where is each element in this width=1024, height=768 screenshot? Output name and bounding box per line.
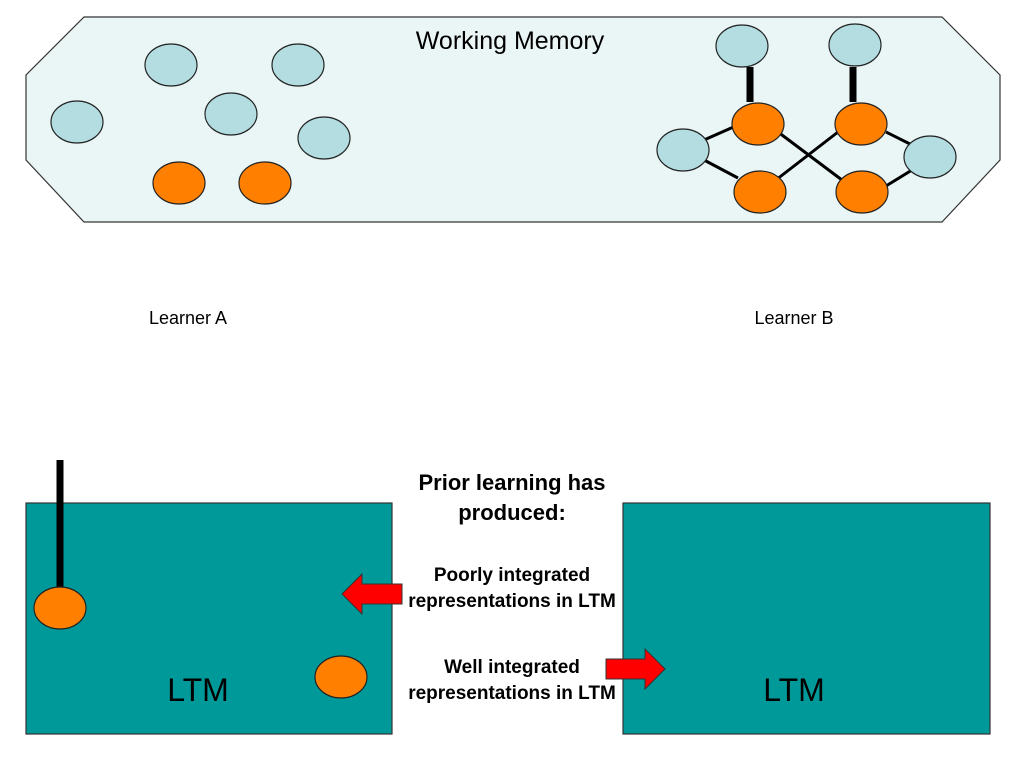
poorly-integrated-label: Poorly integrated representations in LTM: [408, 565, 616, 612]
network-link: [771, 130, 839, 185]
learner-b-label: Learner B: [754, 308, 834, 328]
wm-node-light: [50, 100, 104, 144]
well-integrated-label: Well integrated representations in LTM: [408, 657, 616, 704]
wm-node-light: [297, 116, 351, 160]
wm-node-orange: [834, 102, 888, 146]
ltm-label-left: LTM: [167, 672, 229, 708]
ltm-label-right: LTM: [763, 672, 825, 708]
prior-learning-heading: Prior learning has produced:: [418, 470, 606, 525]
learner-b-network: [656, 23, 957, 214]
wm-node-light: [144, 43, 198, 87]
arrow-right-icon: [605, 647, 666, 691]
wm-node-light: [715, 24, 769, 68]
wm-node-orange: [152, 161, 206, 205]
network-link: [703, 158, 739, 180]
wm-node-light: [204, 92, 258, 136]
wm-node-orange: [835, 170, 889, 214]
working-memory-title: Working Memory: [415, 27, 605, 55]
ltm-box-right: [622, 502, 991, 735]
network-link: [777, 130, 847, 185]
wm-node-orange: [238, 161, 292, 205]
network-link: [885, 130, 913, 147]
network-link: [885, 168, 913, 188]
wm-node-orange: [733, 170, 787, 214]
wm-node-light: [271, 43, 325, 87]
wm-node-light: [828, 23, 882, 67]
wm-node-orange: [731, 102, 785, 146]
learner-a-nodes: [50, 43, 351, 205]
wm-node-light: [903, 135, 957, 179]
learner-a-label: Learner A: [148, 308, 228, 328]
wm-node-light: [656, 128, 710, 172]
ltm-node-orange: [314, 655, 368, 699]
arrow-left-icon: [341, 572, 403, 616]
ltm-node-orange: [33, 586, 87, 630]
